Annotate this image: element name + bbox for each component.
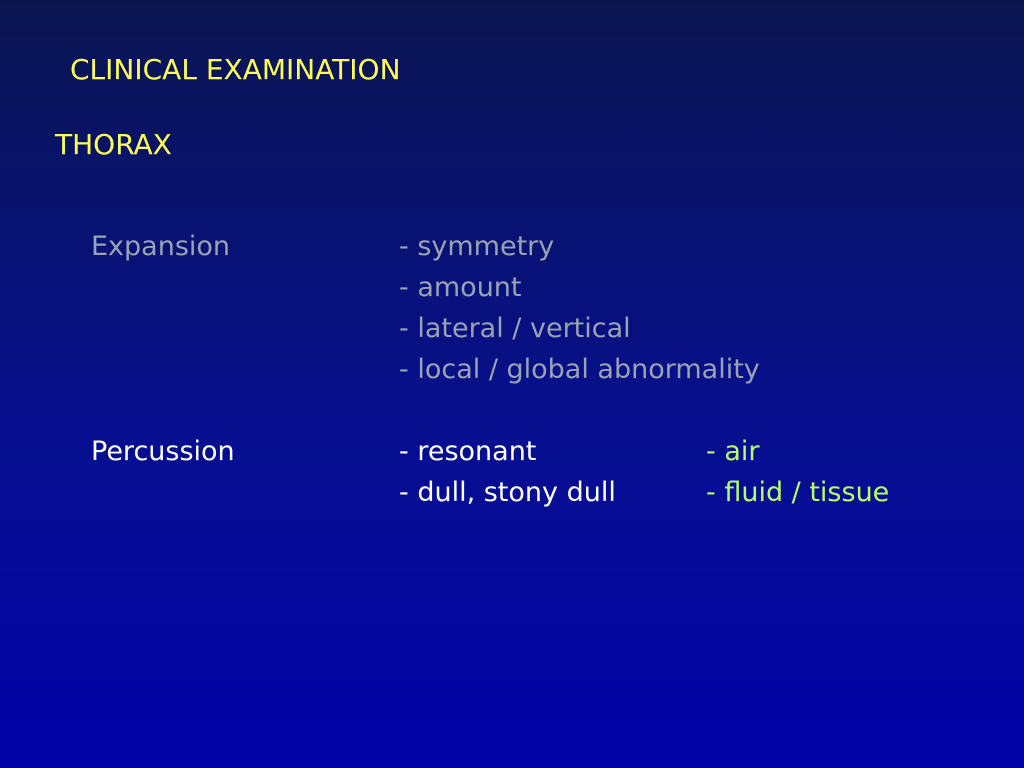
percussion-cause: - air — [706, 436, 760, 467]
percussion-cause: - fluid / tissue — [706, 477, 890, 508]
expansion-item: - lateral / vertical — [399, 313, 631, 344]
percussion-label: Percussion — [91, 436, 235, 467]
percussion-sound: - resonant — [399, 436, 537, 467]
expansion-label: Expansion — [91, 231, 231, 262]
expansion-item: - symmetry — [399, 231, 555, 262]
expansion-item: - local / global abnormality — [399, 354, 760, 385]
percussion-sound: - dull, stony dull — [399, 477, 616, 508]
slide-subtitle: THORAX — [55, 128, 172, 161]
slide-title: CLINICAL EXAMINATION — [70, 53, 401, 86]
expansion-item: - amount — [399, 272, 522, 303]
